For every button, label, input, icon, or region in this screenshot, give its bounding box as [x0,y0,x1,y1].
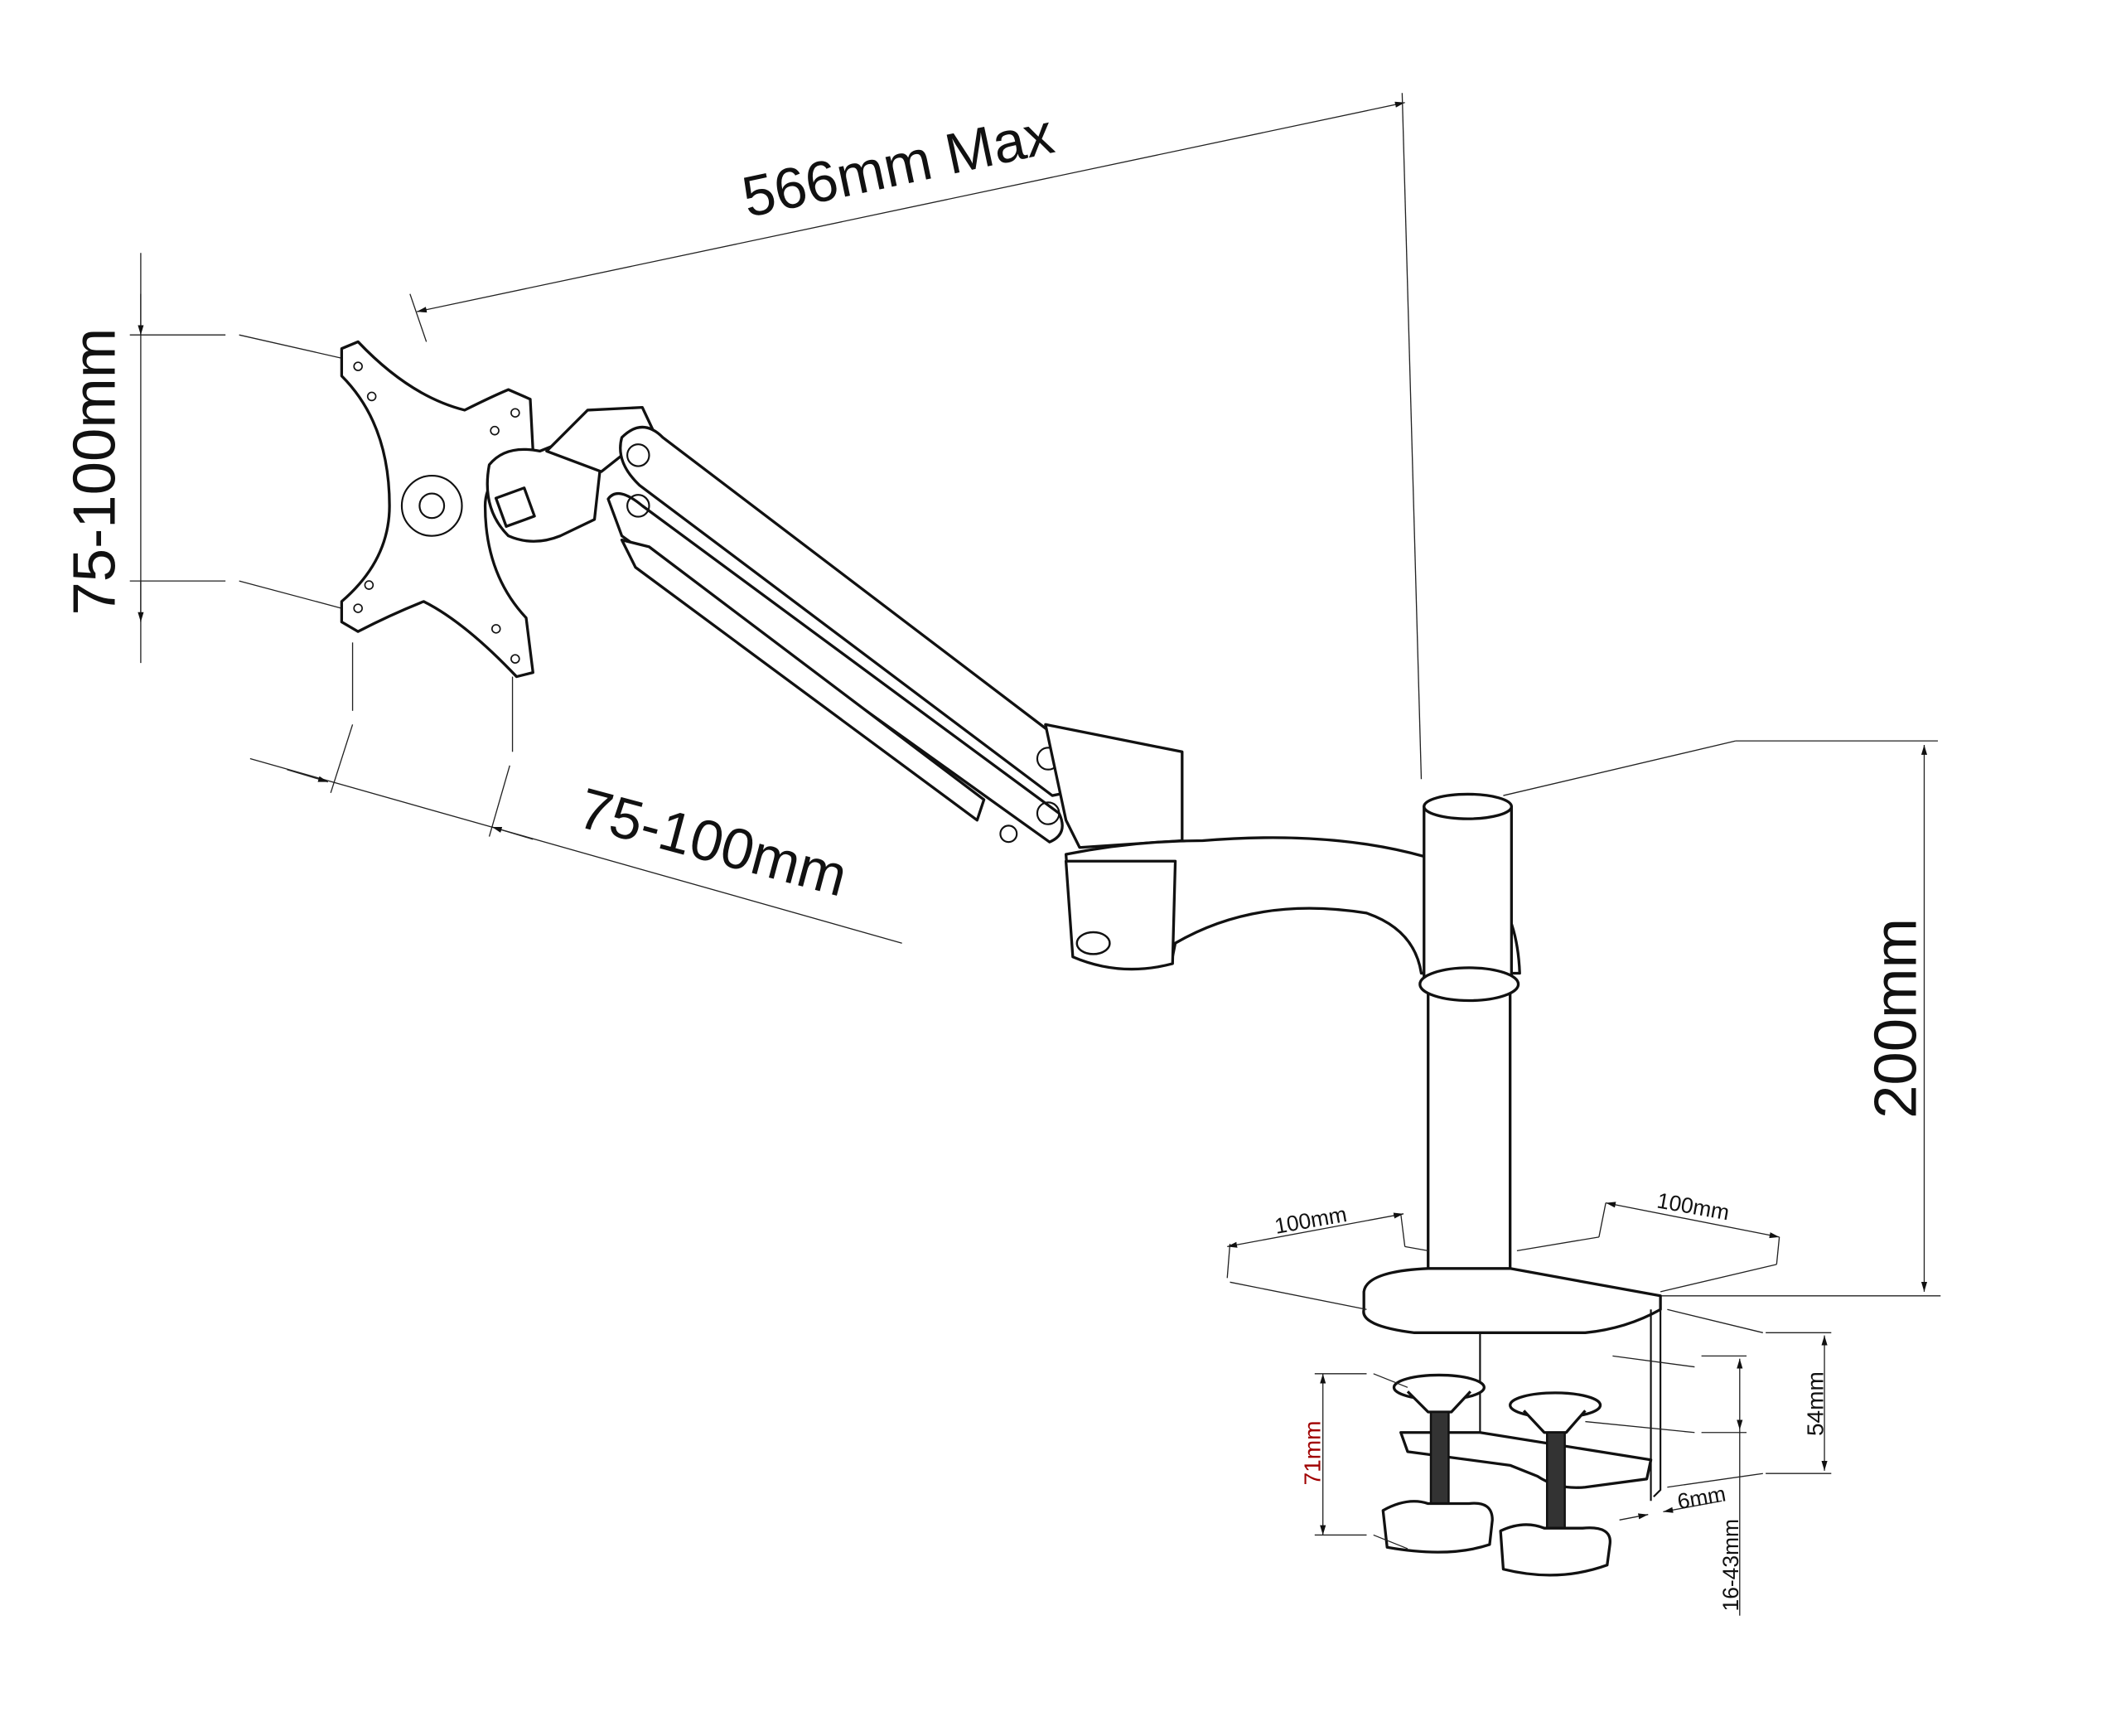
vesa-vertical-dimension: 75-100mm [61,253,342,664]
clamp-height-label: 71mm [1299,1421,1325,1486]
clamp-thickness-label: 6mm [1675,1481,1727,1514]
desk-thickness-label: 16-43mm [1718,1519,1743,1611]
pole-height-label: 200mm [1863,918,1930,1119]
clamp-depth-label: 54mm [1802,1371,1828,1436]
vesa-plate [340,340,534,679]
pole-height-dimension: 200mm [1863,745,1930,1292]
vesa-vertical-label: 75-100mm [61,328,128,616]
vesa-horizontal-label: 75-100mm [573,776,854,909]
lower-arm [1044,723,1521,975]
desk-clamp: 71mm 54mm 16-43mm 6mm [1299,1295,1832,1616]
tilt-head [486,405,655,543]
base-left-label: 100mm [1273,1202,1349,1239]
pole [1418,740,1941,1303]
upper-arm [606,425,1080,844]
base-right-label: 100mm [1655,1188,1732,1226]
